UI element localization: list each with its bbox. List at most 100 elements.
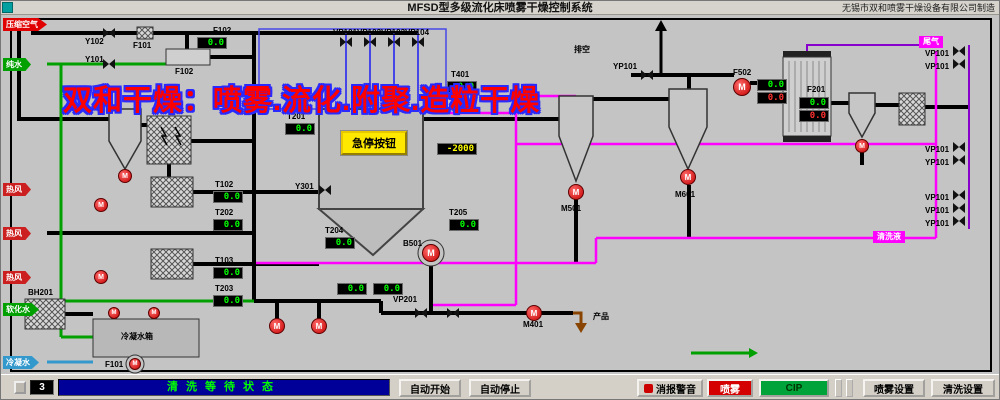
label-yp101: YP101 — [613, 62, 638, 71]
tag-compressed-air: 压缩空气 — [3, 18, 47, 31]
label-vp201: VP201 — [393, 295, 418, 304]
display-t203: 0.0 — [213, 295, 243, 307]
label-t401: T401 — [451, 70, 470, 79]
valve-y301[interactable] — [319, 185, 331, 195]
motor-m401[interactable]: M — [526, 305, 542, 321]
label-f102-display: F102 — [213, 26, 232, 35]
valve-right-2[interactable] — [953, 59, 965, 69]
valve-right-3[interactable] — [953, 142, 965, 152]
heater-1 — [150, 176, 194, 208]
valve-y101[interactable] — [103, 59, 115, 69]
display-t204: 0.0 — [325, 237, 355, 249]
label-t203: T203 — [215, 284, 234, 293]
motor-stage2[interactable]: M — [94, 198, 108, 212]
label-t103: T103 — [215, 256, 234, 265]
label-t202: T202 — [215, 208, 234, 217]
motor-m501[interactable]: M — [568, 184, 584, 200]
label-vent: 排空 — [574, 45, 590, 54]
manufacturer-text: 无锡市双和喷雾干燥设备有限公司制造 — [841, 3, 995, 13]
motor-m601[interactable]: M — [680, 169, 696, 185]
bag-filter — [146, 115, 192, 165]
alarm-mute-icon — [644, 383, 653, 393]
label-vp101-top: VP101 — [333, 28, 358, 37]
valve-vp102[interactable] — [364, 37, 376, 47]
auto-start-button[interactable]: 自动开始 — [399, 379, 461, 397]
valve-vp104[interactable] — [412, 37, 424, 47]
filter-f101 — [136, 26, 154, 40]
motor-cyclone1[interactable]: M — [118, 169, 132, 183]
valve-right-1[interactable] — [953, 46, 965, 56]
motor-agitator-2[interactable]: M — [148, 307, 160, 319]
label-m601: M601 — [675, 190, 696, 199]
label-f101: F101 — [133, 41, 152, 50]
label-f502: F502 — [733, 68, 752, 77]
label-right-valve-6: VP101 — [925, 206, 950, 215]
valve-vp201[interactable] — [415, 308, 427, 318]
page-title: MFSD型多级流化床喷雾干燥控制系统 — [407, 2, 593, 14]
label-f201: F201 — [807, 85, 826, 94]
label-bh201: BH201 — [28, 288, 53, 297]
cip-button[interactable]: CIP — [759, 379, 829, 397]
spray-button[interactable]: 喷雾 — [707, 379, 753, 397]
tag-hot-air-1: 热风 — [3, 183, 31, 196]
valve-y102[interactable] — [103, 28, 115, 38]
page-selector-button[interactable] — [14, 381, 26, 394]
motor-agitator-1[interactable]: M — [108, 307, 120, 319]
label-t205: T205 — [449, 208, 468, 217]
mute-alarm-label: 消报警音 — [656, 384, 696, 396]
window-corner-icon — [2, 2, 13, 13]
clean-settings-button[interactable]: 清洗设置 — [931, 379, 995, 397]
label-y301: Y301 — [295, 182, 314, 191]
water-arrow-icon — [749, 348, 758, 358]
motor-fan-b501[interactable]: M — [422, 244, 440, 262]
display-f502-2: 0.0 — [757, 92, 787, 104]
label-t201: T201 — [287, 112, 306, 121]
valve-right-6[interactable] — [953, 203, 965, 213]
label-m401: M401 — [523, 320, 544, 329]
valve-aux-1[interactable] — [447, 308, 459, 318]
display-t401: 0.0 — [447, 81, 477, 93]
display-t205: 0.0 — [449, 219, 479, 231]
valve-right-4[interactable] — [953, 155, 965, 165]
tag-hot-air-3: 热风 — [3, 271, 31, 284]
display-t202: 0.0 — [213, 219, 243, 231]
status-banner: 清洗等待状态 — [58, 379, 390, 396]
display-chamber-pressure: -2000 — [437, 143, 477, 155]
label-vp102-top: VP102 — [357, 28, 382, 37]
label-product: 产品 — [593, 312, 609, 321]
display-f502-1: 0.0 — [757, 79, 787, 91]
pipes-exhaust — [806, 44, 970, 229]
bottom-control-bar: 3 清洗等待状态 自动开始 自动停止 消报警音 喷雾 CIP 喷雾设置 清洗设置 — [1, 374, 999, 399]
emergency-stop-button[interactable]: 急停按钮 — [341, 131, 407, 155]
auto-stop-button[interactable]: 自动停止 — [469, 379, 531, 397]
mute-alarm-button[interactable]: 消报警音 — [637, 379, 703, 397]
vent-arrow-icon — [655, 20, 667, 31]
valve-right-5[interactable] — [953, 190, 965, 200]
motor-f101-pump[interactable]: M — [129, 358, 141, 370]
label-f102-device: F102 — [175, 67, 194, 76]
display-b501-1: 0.0 — [337, 283, 367, 295]
motor-stage3[interactable]: M — [94, 270, 108, 284]
label-f101-pump: F101 — [105, 360, 124, 369]
motor-f201[interactable]: M — [855, 139, 869, 153]
drying-chamber — [316, 108, 426, 257]
valve-yp101[interactable] — [641, 70, 653, 80]
spray-settings-button[interactable]: 喷雾设置 — [863, 379, 925, 397]
motor-f502[interactable]: M — [733, 78, 751, 96]
valve-vp101[interactable] — [340, 37, 352, 47]
motor-pump-a[interactable]: M — [269, 318, 285, 334]
heater-2 — [150, 248, 194, 280]
exhaust-filter — [898, 92, 926, 126]
display-t102: 0.0 — [213, 191, 243, 203]
valve-right-7[interactable] — [953, 216, 965, 226]
motor-pump-b[interactable]: M — [311, 318, 327, 334]
label-right-valve-2: VP101 — [925, 62, 950, 71]
valve-vp103[interactable] — [388, 37, 400, 47]
label-right-valve-3: VP101 — [925, 145, 950, 154]
label-right-valve-4: YP101 — [925, 158, 950, 167]
product-arrow-icon — [575, 323, 587, 333]
cyclone-1 — [558, 95, 594, 184]
